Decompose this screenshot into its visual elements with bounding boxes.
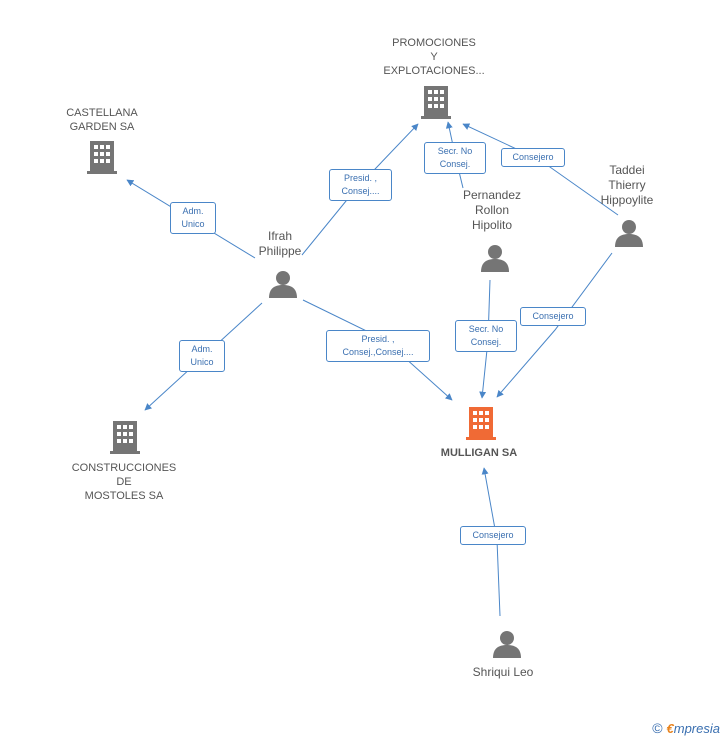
edge-label-pernandez-promociones: Secr. No Consej. bbox=[424, 142, 486, 174]
edge-label-taddei-mulligan: Consejero bbox=[520, 307, 586, 326]
footer-brand: © €mpresia bbox=[652, 720, 720, 736]
person-label-taddei[interactable]: Taddei Thierry Hippoylite bbox=[600, 163, 654, 207]
building-icon bbox=[87, 141, 117, 174]
edge-label-pernandez-mulligan: Secr. No Consej. bbox=[455, 320, 517, 352]
copyright-icon: © bbox=[652, 720, 663, 736]
company-label-castellana[interactable]: CASTELLANA GARDEN SA bbox=[66, 107, 138, 133]
company-label-mulligan[interactable]: MULLIGAN SA bbox=[440, 447, 518, 459]
person-label-pernandez[interactable]: Pernandez Rollon Hipolito bbox=[462, 188, 522, 232]
company-label-promociones[interactable]: PROMOCIONES Y EXPLOTACIONES... bbox=[383, 37, 485, 77]
person-label-shriqui[interactable]: Shriqui Leo bbox=[472, 665, 534, 679]
person-icon bbox=[481, 245, 509, 272]
person-icon bbox=[269, 271, 297, 298]
building-icon bbox=[421, 86, 451, 119]
main-building-icon bbox=[466, 407, 496, 440]
edge-taddei-mulligan bbox=[496, 252, 613, 398]
person-label-ifrah[interactable]: Ifrah Philippe bbox=[258, 229, 302, 258]
edge-label-ifrah-mulligan: Presid. , Consej.,Consej.... bbox=[326, 330, 430, 362]
person-icon bbox=[493, 631, 521, 658]
company-label-construcciones[interactable]: CONSTRUCCIONES DE MOSTOLES SA bbox=[71, 462, 177, 502]
edge-label-ifrah-castellana: Adm. Unico bbox=[170, 202, 216, 234]
person-icon bbox=[615, 220, 643, 247]
building-icon bbox=[110, 421, 140, 454]
edge-label-taddei-promociones: Consejero bbox=[501, 148, 565, 167]
brand-logo[interactable]: €mpresia bbox=[666, 720, 720, 736]
edge-label-ifrah-promociones: Presid. , Consej.... bbox=[329, 169, 392, 201]
edge-label-shriqui-mulligan: Consejero bbox=[460, 526, 526, 545]
edge-label-ifrah-construcciones: Adm. Unico bbox=[179, 340, 225, 372]
